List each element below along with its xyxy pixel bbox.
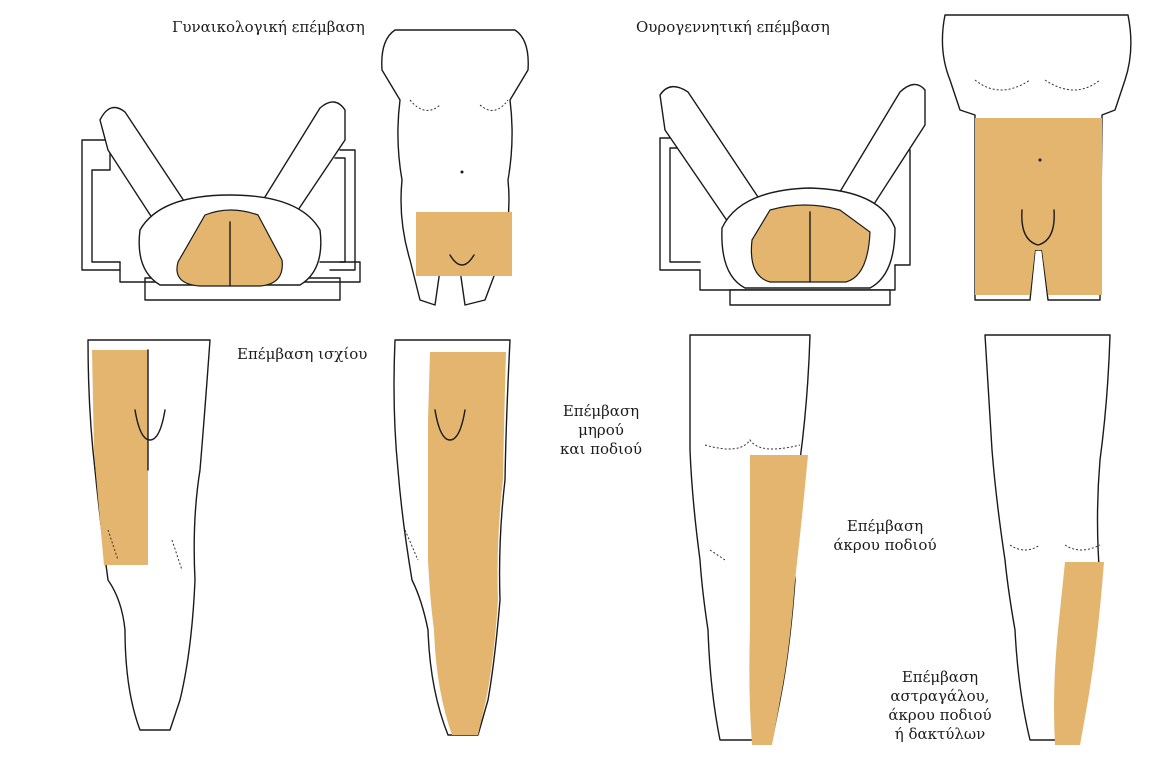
prep-area-hip (92, 350, 148, 565)
label-ankle: Επέμβαση αστραγάλου, άκρου ποδιού ή δακτ… (880, 668, 1000, 744)
male-torso-figure (942, 15, 1130, 300)
label-urogenital: Ουρογεννητική επέμβαση (636, 18, 830, 37)
label-gynecological: Γυναικολογική επέμβαση (172, 18, 365, 37)
prep-area-pubic (416, 212, 512, 276)
thigh-leg-figure (394, 340, 510, 735)
label-foot: Επέμβαση άκρου ποδιού (830, 517, 940, 555)
label-hip: Επέμβαση ισχίου (237, 345, 367, 364)
ankle-legs-back-figure (985, 335, 1110, 745)
foot-legs-back-figure (690, 335, 810, 745)
prep-area-lower-leg (749, 455, 808, 745)
urogenital-lithotomy-figure (660, 84, 925, 305)
female-torso-figure (382, 30, 528, 305)
label-thigh-leg: Επέμβαση μηρού και ποδιού (555, 402, 647, 459)
gynecological-lithotomy-figure (82, 102, 360, 300)
prep-area-thigh-leg (428, 352, 506, 735)
hip-legs-figure (88, 340, 210, 730)
prep-area-abdomen (975, 118, 1102, 295)
